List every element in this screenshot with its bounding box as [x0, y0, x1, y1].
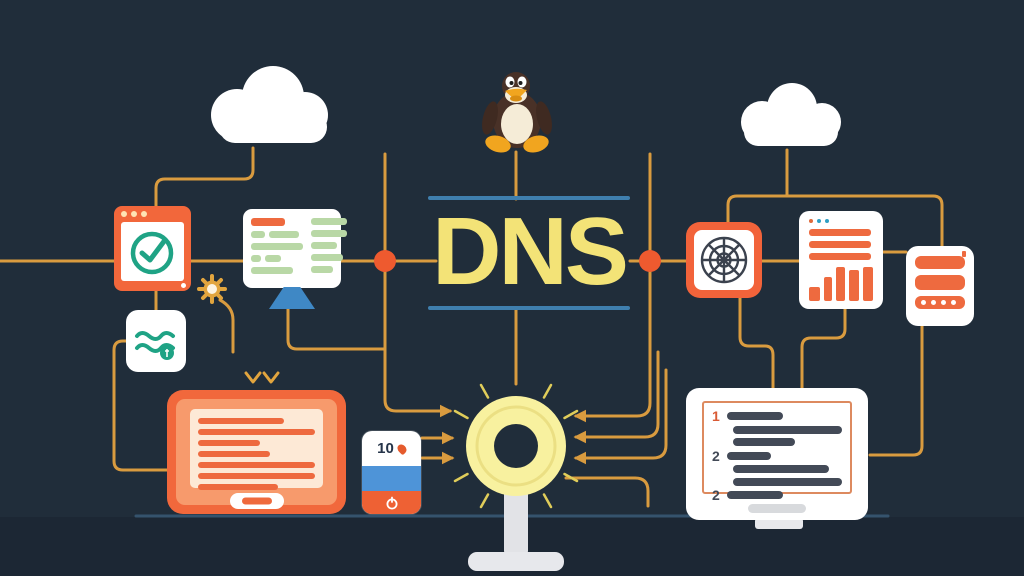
connector-node-dot-left [374, 250, 396, 272]
monitor-list-right-column [311, 218, 347, 279]
code-monitor-stand [755, 518, 803, 529]
yellow-ring-scanner-icon [453, 383, 579, 509]
ring-stand-base [468, 552, 564, 571]
gauge-value: 10 [377, 440, 394, 457]
monitor-list-icon [243, 209, 347, 288]
dns-title-block: DNS [428, 196, 630, 312]
monitor-stand [269, 287, 315, 309]
connector-node-dot-right [639, 250, 661, 272]
browser-titlebar [114, 206, 191, 222]
power-icon [386, 496, 397, 509]
rule-top [428, 196, 630, 200]
browser-check-icon [114, 206, 191, 291]
linux-tux-mascot [482, 72, 552, 153]
browser-corner-dot [181, 283, 186, 288]
server-bay [915, 275, 965, 290]
gauge-orange-band [362, 491, 421, 514]
rule-bottom [428, 306, 630, 310]
ring-stand-post [504, 486, 528, 556]
server-bay-dots [915, 296, 965, 309]
webpage-layout-icon [799, 211, 883, 309]
gear-icon [197, 274, 227, 304]
server-indicator [962, 251, 966, 257]
gauge-card-icon: 10 [362, 431, 421, 514]
code-monitor-button [748, 504, 806, 513]
server-bay [915, 256, 965, 269]
flame-icon [395, 442, 409, 455]
down-arrows-into-tablet [244, 371, 280, 384]
orange-tablet-icon [167, 390, 346, 514]
tablet-screen-text-lines [190, 409, 323, 490]
gauge-blue-band [362, 466, 421, 491]
server-rack-icon [906, 246, 974, 326]
gauge-value-row: 10 [362, 431, 421, 466]
browser-body [121, 222, 184, 281]
window-dots [809, 219, 873, 223]
tablet-home-button [229, 493, 284, 509]
monitor-list-left-column [251, 218, 303, 279]
waves-icon [126, 310, 186, 372]
cloud-icon-left [211, 66, 328, 143]
cloud-icon-right [741, 83, 841, 146]
page-title: DNS [432, 198, 629, 305]
globe-wireframe-icon [686, 222, 762, 298]
layout-text-bars [809, 229, 873, 260]
content-blocks [809, 265, 874, 301]
